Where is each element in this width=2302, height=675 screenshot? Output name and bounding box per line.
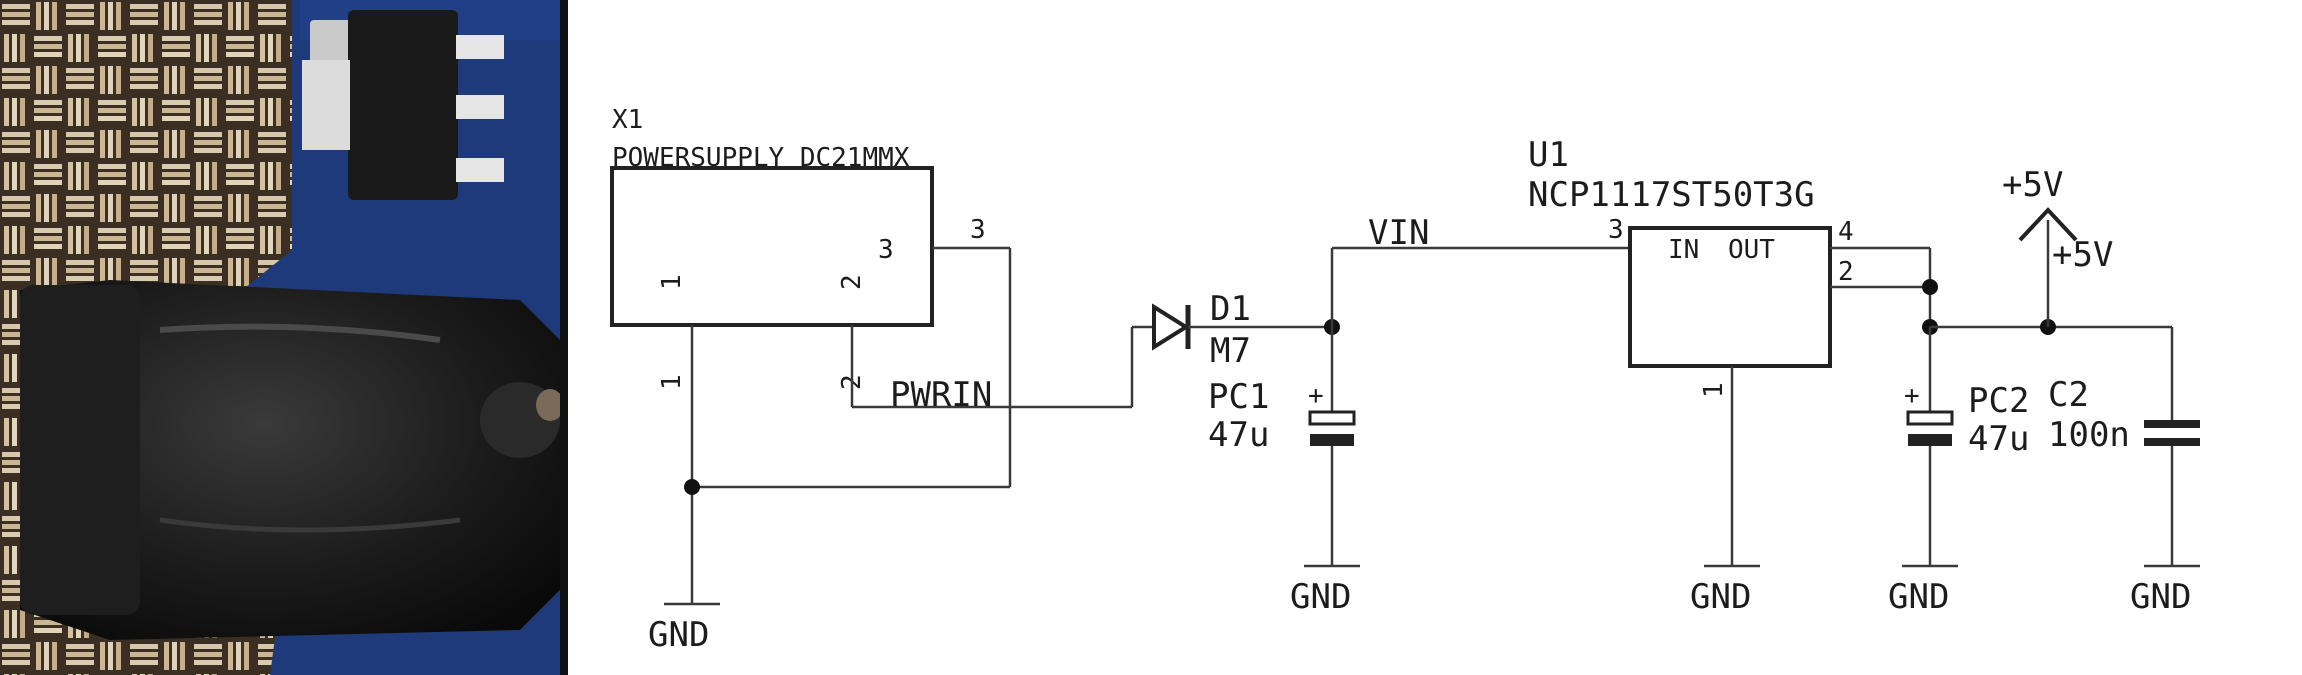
gnd-label-pc1: GND: [1290, 577, 1351, 617]
c2-capacitor: C2 100n GND: [2048, 375, 2200, 617]
pc2-capacitor: + PC2 47u GND: [1888, 327, 2029, 617]
u1-pin-4: 4: [1838, 217, 1854, 247]
gnd-label-c2: GND: [2130, 577, 2191, 617]
x1-ref: X1: [612, 105, 643, 135]
c2-value: 100n: [2048, 415, 2130, 455]
gnd-label-u1: GND: [1690, 577, 1751, 617]
plus5v-symbol-text: +5V: [2052, 235, 2113, 275]
u1-ref: U1: [1528, 135, 1569, 175]
pc1-capacitor: + PC1 47u GND: [1208, 377, 1360, 617]
pc1-value: 47u: [1208, 415, 1269, 455]
x1-pin-1-inner: 1: [657, 274, 687, 290]
d1-value: M7: [1210, 331, 1251, 371]
pc1-ref: PC1: [1208, 377, 1269, 417]
x1-pin-1-outer: 1: [657, 374, 687, 390]
x1-wiring: GND PWRIN: [648, 246, 1154, 655]
pc2-polarity: +: [1904, 381, 1920, 411]
plus5v-label: +5V: [2002, 165, 2063, 205]
junction-dot: [1922, 279, 1938, 295]
gnd-label-x1: GND: [648, 615, 709, 655]
u1-out-label: OUT: [1728, 235, 1775, 265]
u1-pin-2: 2: [1838, 257, 1854, 287]
x1-pin-2-inner: 2: [837, 274, 867, 290]
plus5v-supply: +5V +5V: [2002, 165, 2113, 275]
pc2-value: 47u: [1968, 419, 2029, 459]
x1-pin-3-inner: 3: [878, 235, 894, 265]
pc1-polarity: +: [1308, 381, 1324, 411]
vin-node: VIN: [1324, 213, 1630, 412]
u1-value: NCP1117ST50T3G: [1528, 175, 1815, 215]
power-supply-schematic: X1 POWERSUPPLY_DC21MMX 1 2 3 3 1 2 GND P…: [610, 105, 2200, 655]
u1-in-label: IN: [1668, 235, 1699, 265]
u1-pin-3: 3: [1608, 215, 1624, 245]
u1-pin-1: 1: [1699, 382, 1729, 398]
pwrin-net-label: PWRIN: [890, 375, 992, 415]
vin-net-label: VIN: [1368, 213, 1429, 253]
gnd-label-pc2: GND: [1888, 577, 1949, 617]
d1-ref: D1: [1210, 289, 1251, 329]
x1-body: [610, 166, 934, 327]
x1-pin-3-outer: 3: [970, 215, 986, 245]
u1-body: [1628, 226, 1832, 368]
pc2-ref: PC2: [1968, 381, 2029, 421]
u1-regulator: U1 NCP1117ST50T3G IN OUT 3 4 2 1 GND: [1528, 135, 1854, 617]
c2-ref: C2: [2048, 375, 2089, 415]
d1-diode: D1 M7: [1152, 289, 1332, 371]
x1-connector: X1 POWERSUPPLY_DC21MMX 1 2 3 3 1 2: [610, 105, 986, 390]
junction-dot: [684, 479, 700, 495]
dc-jack-photo: [0, 0, 568, 675]
output-wiring: [1830, 220, 2174, 420]
